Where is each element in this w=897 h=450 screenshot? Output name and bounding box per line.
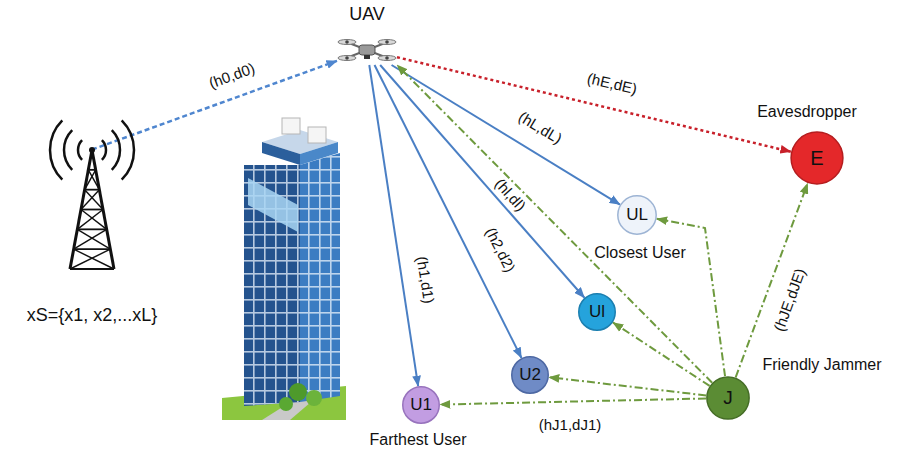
- user-circle: ULClosest User: [617, 195, 657, 235]
- user-circle: Ul: [578, 293, 616, 331]
- node-circle: [618, 196, 656, 234]
- uav-node: UAV: [337, 35, 397, 65]
- channel-label: (h2,d2): [481, 223, 519, 276]
- node-shape: [30, 100, 154, 275]
- channel-label: (hl,dl): [490, 174, 530, 216]
- channel-label: (hL,dL): [514, 108, 567, 149]
- node-circle: [579, 294, 615, 330]
- node-symbol: UL: [626, 205, 648, 225]
- node-symbol: U2: [519, 365, 541, 385]
- eavesdropper-circle: EEavesdropper: [790, 131, 844, 185]
- node-caption: Friendly Jammer: [762, 356, 881, 374]
- signal-link: [397, 65, 712, 383]
- node-caption: Eavesdropper: [757, 103, 857, 121]
- channel-label: (hE,dE): [583, 70, 640, 98]
- jammer-circle: JFriendly Jammer: [706, 376, 750, 420]
- channel-label: (hJ1,dJ1): [537, 417, 604, 434]
- node-circle: [512, 357, 548, 393]
- channel-label: (h1,d1): [413, 253, 437, 306]
- signal-link: [375, 65, 522, 358]
- node-circle: [791, 132, 843, 184]
- node-caption: Closest User: [594, 244, 686, 262]
- signal-link: [380, 65, 584, 298]
- node-caption: xS={x1, x2,...xL}: [27, 305, 158, 326]
- node-symbol: U1: [410, 395, 432, 415]
- signal-link: [549, 377, 706, 395]
- node-circle: [707, 377, 749, 419]
- user-circle: U2: [511, 356, 549, 394]
- signal-link: [440, 399, 706, 405]
- channel-label: (h0,d0): [205, 59, 259, 92]
- node-symbol: E: [810, 147, 823, 170]
- node-symbol: J: [723, 387, 733, 409]
- node-symbol: Ul: [589, 302, 605, 322]
- node-caption: Farthest User: [370, 431, 467, 449]
- node-caption: UAV: [349, 4, 385, 25]
- user-circle: U1Farthest User: [402, 386, 440, 424]
- drone-icon: [338, 40, 396, 61]
- signal-link: [369, 65, 418, 386]
- base-station: xS={x1, x2,...xL}: [30, 100, 154, 275]
- channel-label: (hJE,dJE): [770, 264, 809, 335]
- node-shape: [337, 35, 397, 65]
- node-circle: [403, 387, 439, 423]
- antenna-tower: [50, 120, 134, 269]
- signal-link: [657, 219, 725, 376]
- signal-link: [613, 322, 710, 385]
